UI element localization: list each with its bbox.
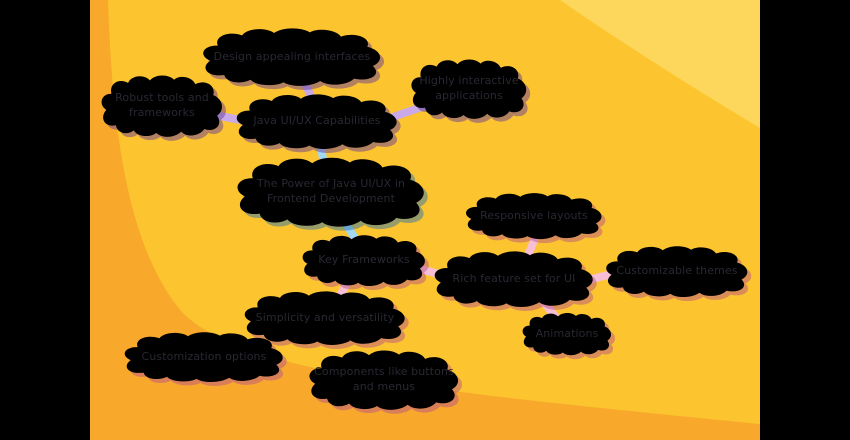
node-label: Java UI/UX Capabilities <box>253 114 381 128</box>
node-customizable-themes[interactable]: Customizable themes <box>602 245 752 298</box>
node-robust-tools-and-frameworks[interactable]: Robust tools and frameworks <box>98 74 226 138</box>
letterbox-left <box>0 0 90 440</box>
node-label: Simplicity and versatility <box>255 310 395 324</box>
node-design-appealing-interfaces[interactable]: Design appealing interfaces <box>198 27 386 87</box>
node-responsive-layouts[interactable]: Responsive layouts <box>462 192 606 240</box>
letterbox-right <box>760 0 850 440</box>
node-java-uiux-capabilities[interactable]: Java UI/UX Capabilities <box>232 93 402 150</box>
node-label: Design appealing interfaces <box>213 49 371 63</box>
node-label: Robust tools and frameworks <box>115 91 209 119</box>
node-label: Highly interactive applications <box>419 74 519 102</box>
node-rich-feature-set-for-ui[interactable]: Rich feature set for UI <box>430 250 598 308</box>
node-label: Customizable themes <box>616 264 738 278</box>
node-label: The Power of Java UI/UX in Frontend Deve… <box>256 177 406 205</box>
node-label: Customization options <box>141 349 267 363</box>
node-label: Animations <box>535 326 599 340</box>
node-components-like-buttons-and-menus[interactable]: Components like buttons and menus <box>305 349 463 411</box>
node-animations[interactable]: Animations <box>520 312 614 356</box>
node-key-frameworks[interactable]: Key Frameworks <box>299 234 429 287</box>
node-label: Rich feature set for UI <box>452 271 576 285</box>
node-customization-options[interactable]: Customization options <box>120 331 288 383</box>
node-root-power-of-java-uiux[interactable]: The Power of Java UI/UX in Frontend Deve… <box>232 156 430 228</box>
node-label: Responsive layouts <box>480 208 588 222</box>
node-label: Key Frameworks <box>318 253 410 267</box>
node-simplicity-and-versatility[interactable]: Simplicity and versatility <box>240 290 410 346</box>
node-highly-interactive-applications[interactable]: Highly interactive applications <box>408 58 530 120</box>
mindmap-canvas[interactable]: Design appealing interfaces Robust tools… <box>90 0 760 440</box>
node-label: Components like buttons and menus <box>314 365 454 393</box>
